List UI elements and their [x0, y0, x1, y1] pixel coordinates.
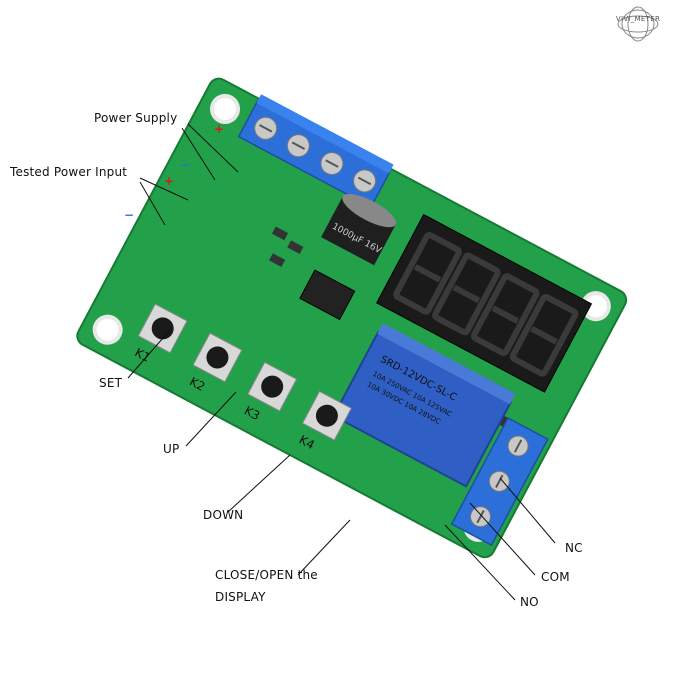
- button-k1[interactable]: K1: [128, 303, 188, 372]
- smd-component: [269, 253, 286, 267]
- com-label: COM: [541, 570, 570, 584]
- k2-label: K2: [187, 374, 207, 394]
- plus-power-marker: +: [214, 122, 225, 136]
- plus-tested-marker: +: [164, 174, 175, 188]
- relay: SRD-12VDC-SL-C 10A 250VAC 10A 125VAC 10A…: [332, 323, 516, 488]
- button-k2[interactable]: K2: [183, 332, 243, 401]
- button-k4[interactable]: K4: [292, 390, 352, 459]
- button-k3[interactable]: K3: [238, 361, 298, 430]
- close-open-label-line1: CLOSE/OPEN the: [215, 568, 318, 582]
- close-open-label-line2: DISPLAY: [215, 590, 266, 604]
- callout-lines: [127, 123, 556, 601]
- k1-label: K1: [132, 345, 152, 365]
- flower-icon: [617, 6, 659, 42]
- minus-tested-marker: −: [124, 208, 135, 222]
- tested-power-input-label: Tested Power Input: [10, 165, 128, 179]
- capacitor: 1000μF 16V: [321, 193, 397, 266]
- mount-hole: [210, 93, 241, 124]
- k3-label: K3: [242, 403, 262, 423]
- smd-component: [271, 226, 289, 241]
- smd-component: [287, 240, 304, 254]
- down-label: DOWN: [203, 508, 244, 522]
- input-terminal-block: [237, 94, 394, 209]
- brand-logo: VIVI_METER: [606, 4, 670, 44]
- no-label: NO: [520, 595, 539, 609]
- nc-label: NC: [565, 541, 583, 555]
- minus-power-marker: −: [180, 158, 191, 172]
- pcb-board: 1000μF 16V SRD-12VDC-SL-C 10A 250VAC: [76, 77, 628, 559]
- mount-hole: [92, 314, 123, 345]
- set-label: SET: [99, 376, 123, 390]
- up-label: UP: [163, 442, 180, 456]
- seven-segment-display: [376, 213, 593, 393]
- logo-text: VIVI_METER: [615, 15, 661, 23]
- output-terminal-block: [450, 417, 549, 547]
- k4-label: K4: [297, 433, 317, 453]
- microcontroller-chip: [299, 269, 356, 321]
- power-supply-label: Power Supply: [94, 111, 178, 125]
